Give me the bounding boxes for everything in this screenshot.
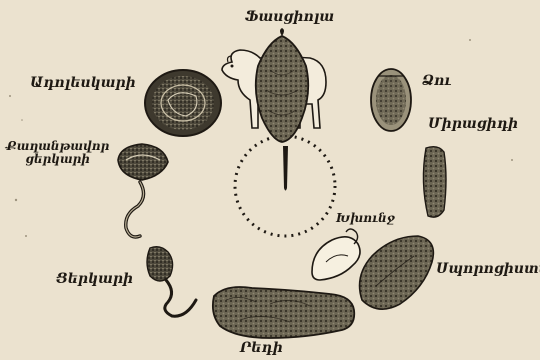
label-encysted-cercaria-line2: ցերկարի [6, 153, 109, 166]
center-ring [235, 136, 335, 236]
label-snail: Խխունջ [336, 212, 395, 225]
egg-illustration [371, 69, 411, 131]
label-miracidium: Միրացիդի [428, 117, 518, 132]
adolescaria-illustration [145, 70, 221, 136]
snail-illustration [312, 229, 360, 280]
redia-illustration [213, 287, 354, 338]
label-sporocyst: Սպորոցիստա [436, 262, 540, 277]
label-redia: Րեդի [240, 341, 283, 356]
label-cercaria: Ցերկարի [56, 272, 133, 287]
miracidium-illustration [423, 147, 446, 217]
label-egg: Ձու [422, 74, 451, 89]
label-adolescaria: Ադոլեսկարի [30, 76, 136, 91]
encysted-cercaria-illustration [118, 144, 168, 237]
sporocyst-illustration [360, 236, 434, 309]
cercaria-illustration [147, 247, 196, 317]
label-encysted-cercaria: Քաղանթավոր ցերկարի [6, 140, 109, 166]
label-fasciola: Ֆասցիոլա [245, 10, 334, 25]
